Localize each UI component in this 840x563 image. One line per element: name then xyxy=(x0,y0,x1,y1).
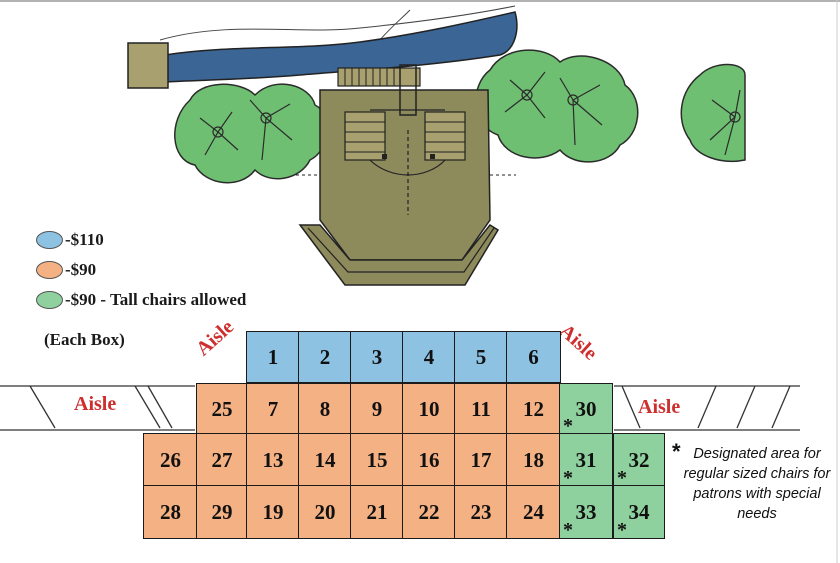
aisle-label-right: Aisle xyxy=(638,396,681,418)
box-24[interactable]: 24 xyxy=(506,485,561,539)
box-34[interactable]: *34 xyxy=(613,485,665,541)
water-body xyxy=(164,11,518,83)
legend-item-90: -$90 xyxy=(36,260,96,280)
legend-item-110: -$110 xyxy=(36,230,104,250)
box-12[interactable]: 12 xyxy=(506,383,561,435)
box-26[interactable]: 26 xyxy=(143,433,198,487)
box-11[interactable]: 11 xyxy=(454,383,508,435)
box-8[interactable]: 8 xyxy=(298,383,352,435)
box-22[interactable]: 22 xyxy=(402,485,456,539)
box-15[interactable]: 15 xyxy=(350,433,404,487)
box-33[interactable]: *33 xyxy=(559,485,613,541)
each-box-note: (Each Box) xyxy=(44,330,125,349)
box-18[interactable]: 18 xyxy=(506,433,561,487)
special-needs-marker: * xyxy=(563,519,573,541)
box-5[interactable]: 5 xyxy=(454,331,508,383)
special-needs-marker: * xyxy=(617,519,627,541)
box-28[interactable]: 28 xyxy=(143,485,198,539)
box-7[interactable]: 7 xyxy=(246,383,300,435)
legend-swatch-orange xyxy=(36,261,63,279)
box-17[interactable]: 17 xyxy=(454,433,508,487)
legend-label: -$110 xyxy=(65,230,104,249)
box-32[interactable]: *32 xyxy=(613,433,665,489)
special-needs-marker: * xyxy=(563,467,573,489)
box-3[interactable]: 3 xyxy=(350,331,404,383)
box-19[interactable]: 19 xyxy=(246,485,300,539)
box-10[interactable]: 10 xyxy=(402,383,456,435)
box-27[interactable]: 27 xyxy=(196,433,248,487)
box-4[interactable]: 4 xyxy=(402,331,456,383)
special-needs-note-text: Designated area for regular sized chairs… xyxy=(683,446,831,522)
legend-item-90-tall: -$90 - Tall chairs allowed xyxy=(36,290,246,310)
dock-box xyxy=(127,42,169,89)
special-needs-marker: * xyxy=(563,415,573,437)
box-1[interactable]: 1 xyxy=(246,331,300,383)
box-31[interactable]: *31 xyxy=(559,433,613,489)
box-29[interactable]: 29 xyxy=(196,485,248,539)
legend-swatch-blue xyxy=(36,231,63,249)
asterisk-marker: * xyxy=(672,439,681,464)
aisle-label-left: Aisle xyxy=(74,393,117,415)
legend-label: -$90 xyxy=(65,260,97,279)
special-needs-marker: * xyxy=(617,467,627,489)
box-25[interactable]: 25 xyxy=(196,383,248,435)
right-aisle-walkway xyxy=(614,385,800,431)
legend-swatch-green xyxy=(36,291,63,309)
box-6[interactable]: 6 xyxy=(506,331,561,383)
trees-left xyxy=(174,83,329,184)
box-21[interactable]: 21 xyxy=(350,485,404,539)
box-30[interactable]: *30 xyxy=(559,383,613,437)
box-13[interactable]: 13 xyxy=(246,433,300,487)
trees-center-right xyxy=(475,49,639,163)
box-16[interactable]: 16 xyxy=(402,433,456,487)
box-9[interactable]: 9 xyxy=(350,383,404,435)
box-2[interactable]: 2 xyxy=(298,331,352,383)
box-20[interactable]: 20 xyxy=(298,485,352,539)
left-aisle-walkway xyxy=(0,385,195,431)
legend-label: -$90 - Tall chairs allowed xyxy=(65,290,247,309)
stage xyxy=(296,64,516,286)
special-needs-note: * Designated area for regular sized chai… xyxy=(672,441,838,524)
box-14[interactable]: 14 xyxy=(298,433,352,487)
box-23[interactable]: 23 xyxy=(454,485,508,539)
